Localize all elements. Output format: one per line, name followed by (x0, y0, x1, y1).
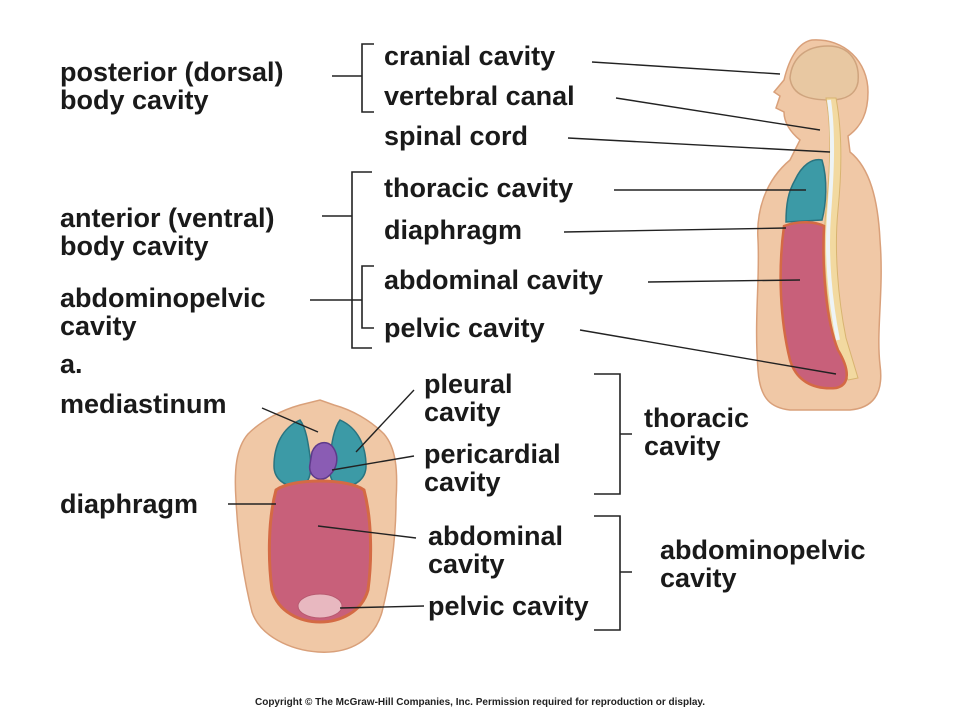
brackets (310, 43, 632, 631)
leader-vertebral-canal (615, 97, 821, 131)
label-cranial-cavity: cranial cavity (384, 41, 556, 71)
label-pelvic-cavity: pelvic cavity (384, 313, 545, 343)
label-abdominopelvic-group-line1: abdominopelvic (660, 535, 866, 565)
label-anterior-body-cavity-line2: body cavity (60, 231, 209, 261)
copyright-notice: Copyright © The McGraw-Hill Companies, I… (254, 697, 706, 708)
abdominopelvic-side-bracket (310, 265, 374, 329)
label-mediastinum: mediastinum (60, 389, 227, 419)
panel-label-a: a. (60, 349, 83, 379)
label-thoracic-group-line2: cavity (644, 431, 721, 461)
leader-lines (228, 61, 837, 609)
label-diaphragm-front: diaphragm (60, 489, 199, 519)
label-abdominal-front-line1: abdominal (428, 521, 564, 551)
abdominopelvic-group-bracket (594, 515, 632, 631)
label-abdominopelvic-cavity-line2: cavity (60, 311, 137, 341)
lateral-abdominopelvic-cavity (779, 221, 848, 390)
anterior-bracket (322, 171, 372, 349)
label-pericardial-cavity-line2: cavity (424, 467, 501, 497)
label-anterior-body-cavity-line1: anterior (ventral) (60, 203, 275, 233)
frontal-pelvic-cavity (297, 593, 343, 619)
leader-spinal-cord (567, 137, 831, 153)
label-pericardial-cavity-line1: pericardial (424, 439, 561, 469)
label-abdominopelvic-group-line2: cavity (660, 563, 737, 593)
label-vertebral-canal: vertebral canal (384, 81, 575, 111)
label-abdominal-cavity: abdominal cavity (384, 265, 604, 295)
thoracic-group-bracket (594, 373, 632, 495)
leader-abdominal-front (317, 525, 417, 539)
lateral-spinal-cord (826, 99, 840, 341)
label-posterior-body-cavity-line2: body cavity (60, 85, 209, 115)
label-spinal-cord: spinal cord (384, 121, 529, 151)
leader-pericardial-cavity (331, 455, 415, 471)
posterior-bracket (332, 43, 374, 113)
label-thoracic-group-line1: thoracic (644, 403, 750, 433)
label-posterior-body-cavity-line1: posterior (dorsal) (60, 57, 284, 87)
leader-diaphragm (563, 227, 787, 233)
leader-abdominal-cavity (647, 279, 801, 283)
label-pleural-cavity-line2: cavity (424, 397, 501, 427)
leader-pelvic-cavity (579, 329, 837, 375)
lateral-figure (755, 39, 882, 411)
leader-pelvic-front (339, 605, 425, 609)
leader-pleural-cavity (355, 389, 415, 453)
label-diaphragm: diaphragm (384, 215, 523, 245)
leader-cranial-cavity (591, 61, 781, 75)
leader-mediastinum (261, 407, 319, 433)
label-thoracic-cavity: thoracic cavity (384, 173, 574, 203)
lateral-cranial-cavity (789, 45, 859, 101)
label-abdominal-front-line2: cavity (428, 549, 505, 579)
frontal-figure (234, 399, 398, 653)
label-pelvic-front: pelvic cavity (428, 591, 589, 621)
label-abdominopelvic-cavity-line1: abdominopelvic (60, 283, 266, 313)
label-pleural-cavity-line1: pleural (424, 369, 513, 399)
frontal-abdominopelvic-cavity (267, 479, 373, 624)
lateral-thoracic-cavity (785, 158, 827, 223)
frontal-pericardial-cavity (308, 441, 338, 480)
